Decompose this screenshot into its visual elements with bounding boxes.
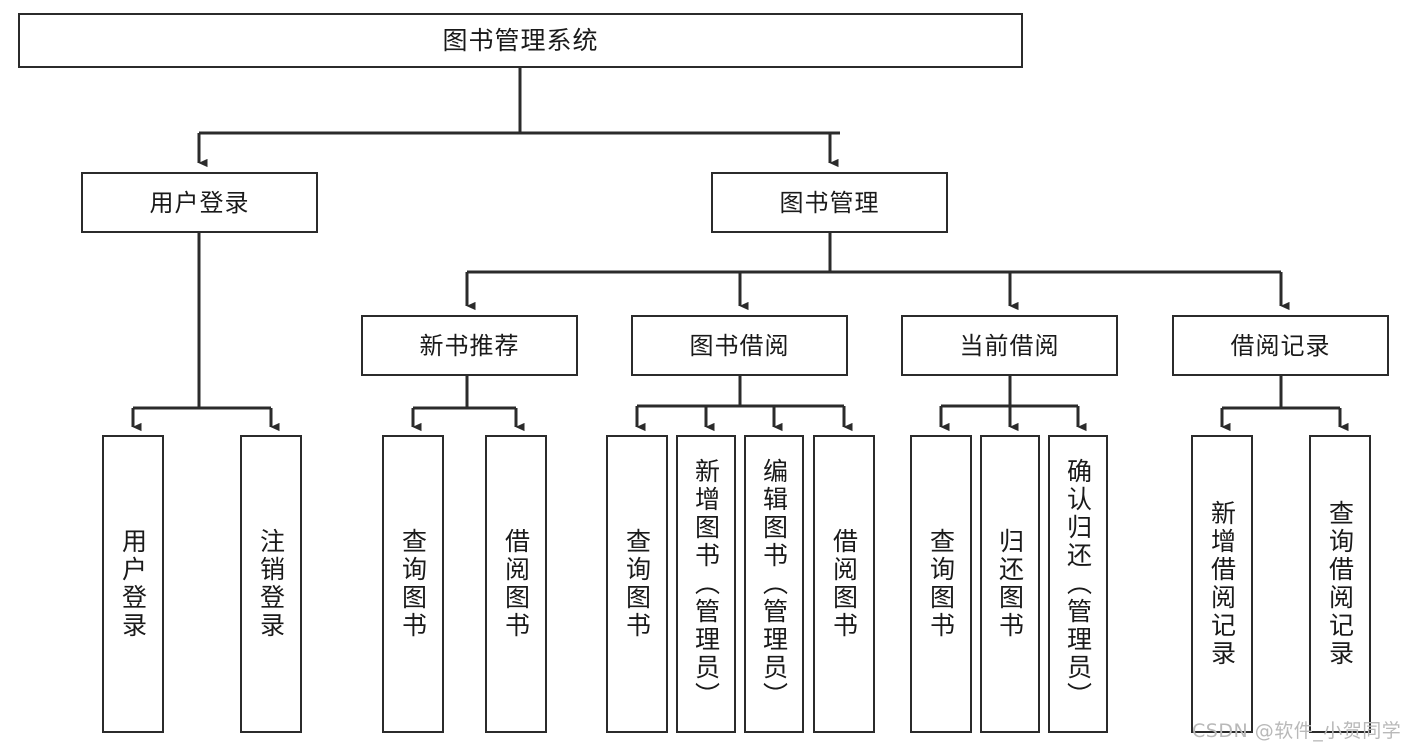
leaf-edit-book-admin[interactable]: 编辑图书（管理员） (744, 435, 804, 733)
node-label: 借阅图书 (501, 528, 531, 640)
node-label: 新书推荐 (419, 331, 520, 360)
node-label: 查询图书 (622, 528, 652, 640)
node-label: 查询图书 (398, 528, 428, 640)
node-label: 用户登录 (149, 188, 250, 217)
leaf-user-login[interactable]: 用户登录 (102, 435, 164, 733)
csdn-watermark: CSDN @软件_小贺同学 (1192, 720, 1402, 742)
leaf-query-book-new[interactable]: 查询图书 (382, 435, 444, 733)
node-label: 借阅记录 (1230, 331, 1331, 360)
node-label: 图书管理系统 (442, 26, 599, 55)
leaf-query-book-borrow[interactable]: 查询图书 (606, 435, 668, 733)
node-label: 图书借阅 (689, 331, 790, 360)
leaf-query-borrow-record[interactable]: 查询借阅记录 (1309, 435, 1371, 733)
node-book-management[interactable]: 图书管理 (711, 172, 948, 233)
leaf-logout[interactable]: 注销登录 (240, 435, 302, 733)
leaf-query-book-current[interactable]: 查询图书 (910, 435, 972, 733)
node-borrowing-records[interactable]: 借阅记录 (1172, 315, 1389, 376)
node-new-book-recommendation[interactable]: 新书推荐 (361, 315, 578, 376)
node-label: 查询借阅记录 (1325, 500, 1355, 668)
node-label: 当前借阅 (959, 331, 1060, 360)
node-user-login[interactable]: 用户登录 (81, 172, 318, 233)
node-label: 确认归还（管理员） (1063, 458, 1093, 710)
node-label: 借阅图书 (829, 528, 859, 640)
node-root-system[interactable]: 图书管理系统 (18, 13, 1023, 68)
node-label: 归还图书 (995, 528, 1025, 640)
leaf-add-borrow-record[interactable]: 新增借阅记录 (1191, 435, 1253, 733)
node-label: 新增图书（管理员） (691, 458, 721, 710)
leaf-borrow-book[interactable]: 借阅图书 (813, 435, 875, 733)
node-label: 查询图书 (926, 528, 956, 640)
node-label: 新增借阅记录 (1207, 500, 1237, 668)
leaf-borrow-book-new[interactable]: 借阅图书 (485, 435, 547, 733)
node-book-borrowing[interactable]: 图书借阅 (631, 315, 848, 376)
node-current-borrowing[interactable]: 当前借阅 (901, 315, 1118, 376)
node-label: 编辑图书（管理员） (759, 458, 789, 710)
leaf-add-book-admin[interactable]: 新增图书（管理员） (676, 435, 736, 733)
leaf-return-book[interactable]: 归还图书 (980, 435, 1040, 733)
node-label: 图书管理 (779, 188, 880, 217)
leaf-confirm-return-admin[interactable]: 确认归还（管理员） (1048, 435, 1108, 733)
node-label: 注销登录 (256, 528, 286, 640)
node-label: 用户登录 (118, 528, 148, 640)
